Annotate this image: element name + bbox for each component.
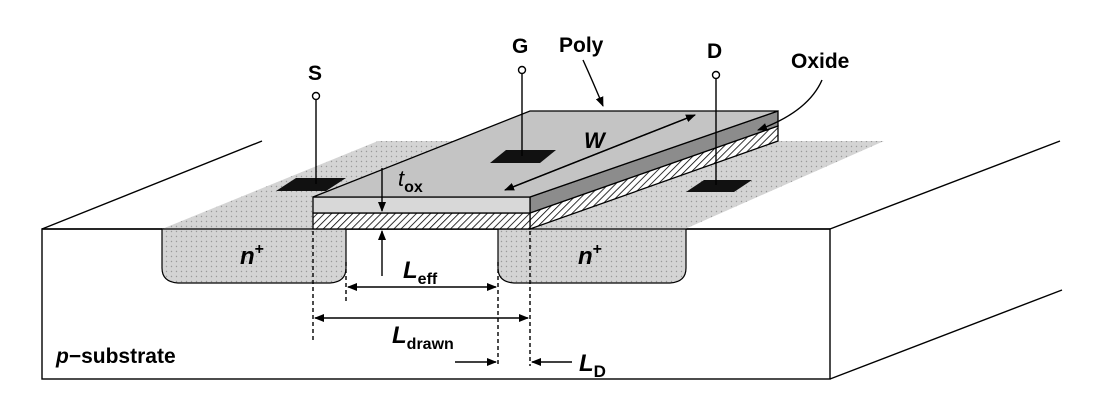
drain-terminal-node xyxy=(711,70,721,80)
width-label: W xyxy=(584,128,607,153)
drain-n-plus-label: n+ xyxy=(578,241,602,270)
drain-n-plus-sup: + xyxy=(593,241,602,258)
leff-label: Leff xyxy=(403,257,438,288)
ld-sub: D xyxy=(594,362,606,381)
source-n-plus-main: n xyxy=(240,243,255,270)
drain-n-plus-region xyxy=(497,228,687,284)
tox-sub: ox xyxy=(404,179,423,196)
drain-contact xyxy=(686,180,752,192)
tox-main: t xyxy=(398,166,405,191)
source-contact xyxy=(276,178,346,191)
gate-terminal-node xyxy=(517,65,527,75)
substrate-suffix: −substrate xyxy=(69,345,176,368)
source-n-plus-label: n+ xyxy=(240,241,264,270)
poly-label: Poly xyxy=(559,34,604,57)
ld-label: LD xyxy=(579,350,606,381)
ldrawn-main: L xyxy=(392,322,407,349)
poly-front xyxy=(312,196,531,214)
gate-label: G xyxy=(512,35,528,58)
ldrawn-sub: drawn xyxy=(407,336,454,353)
oxide-front xyxy=(312,212,531,230)
gate-contact xyxy=(490,150,556,163)
source-terminal-node xyxy=(311,91,321,101)
drain-label: D xyxy=(707,40,722,63)
dimension-lines xyxy=(312,59,823,366)
tox-label: tox xyxy=(398,166,423,196)
ldrawn-label: Ldrawn xyxy=(392,322,454,353)
drain-n-plus-main: n xyxy=(578,243,593,270)
substrate-prefix: p xyxy=(55,345,69,368)
leff-sub: eff xyxy=(418,271,438,288)
terminal-leads xyxy=(311,65,721,185)
ld-main: L xyxy=(579,350,594,377)
leff-main: L xyxy=(403,257,418,284)
oxide-label: Oxide xyxy=(791,50,849,73)
source-label: S xyxy=(308,62,322,85)
substrate-label: p−substrate xyxy=(55,345,176,368)
source-n-plus-sup: + xyxy=(255,241,264,258)
